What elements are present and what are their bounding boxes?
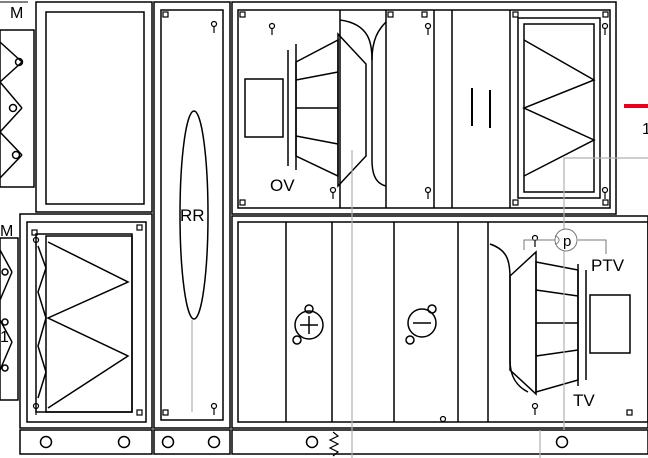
exhaust-fan-label: TV — [573, 391, 595, 410]
exhaust-pressure-label: PTV — [591, 256, 625, 275]
spring-icon — [328, 431, 340, 457]
motor-label-bottom: M — [0, 223, 13, 240]
damper-icon — [0, 237, 19, 401]
corner-marks — [31, 11, 633, 416]
pressure-sensor-label: p — [563, 233, 571, 250]
connector-label-right: 1 — [642, 121, 648, 138]
filter-icon — [517, 17, 601, 199]
section-dividers-bottom — [285, 222, 489, 422]
damper-icon — [0, 29, 35, 188]
sensor-lines — [191, 150, 648, 458]
recuperator-label: RR — [180, 206, 205, 225]
connector-label-left: 1 — [0, 329, 9, 346]
fan-icon — [489, 243, 631, 396]
filter-icon — [35, 233, 133, 413]
fan-icon — [244, 19, 387, 188]
pressure-sensor-icon — [523, 228, 607, 254]
section-dividers-top — [339, 10, 511, 208]
silencer-icon — [471, 88, 491, 128]
base-feet — [39, 435, 569, 449]
motor-label-top: M — [10, 5, 23, 22]
heater-icon — [292, 304, 324, 345]
supply-fan-label: OV — [270, 176, 295, 195]
rotary-heat-exchanger-icon — [179, 110, 209, 320]
cooler-icon — [405, 304, 437, 345]
